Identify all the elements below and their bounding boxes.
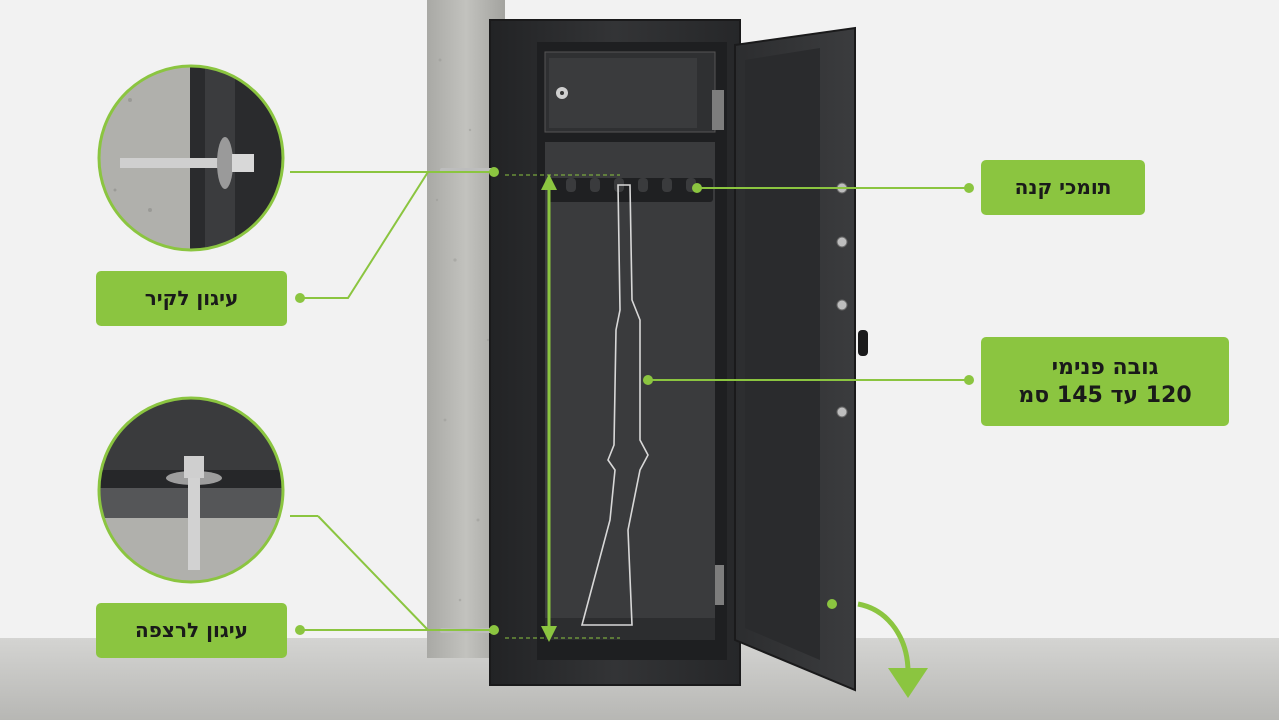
- curved-arrow-down-icon: [857, 601, 928, 698]
- wall-anchor-label: עיגון לקיר: [96, 271, 287, 326]
- inner-height-label: גובה פנימי 120 עד 145 סמ: [981, 337, 1229, 426]
- callout-lines: [290, 171, 969, 631]
- inner-height-text-line2: 120 עד 145 סמ: [1018, 382, 1192, 408]
- safe-body: [489, 19, 741, 686]
- wall-anchor-text: עיגון לקיר: [144, 286, 239, 310]
- door-handle: [858, 330, 868, 356]
- floor-anchor-text: עיגון לרצפה: [135, 618, 248, 642]
- safe-door: [734, 26, 868, 692]
- inner-height-text-line1: גובה פנימי: [1051, 355, 1159, 380]
- floor-anchor-label: עיגון לרצפה: [96, 603, 287, 658]
- floor-anchor-detail: [97, 396, 285, 584]
- concrete-texture: [435, 58, 497, 602]
- callout-dots: [295, 167, 974, 635]
- rifle-outline-icon: [580, 184, 649, 626]
- barrel-supports-label: תומכי קנה: [981, 160, 1145, 215]
- wall-anchor-detail: [97, 64, 285, 252]
- hinge-top: [712, 90, 724, 130]
- barrel-supports-text: תומכי קנה: [1014, 175, 1112, 199]
